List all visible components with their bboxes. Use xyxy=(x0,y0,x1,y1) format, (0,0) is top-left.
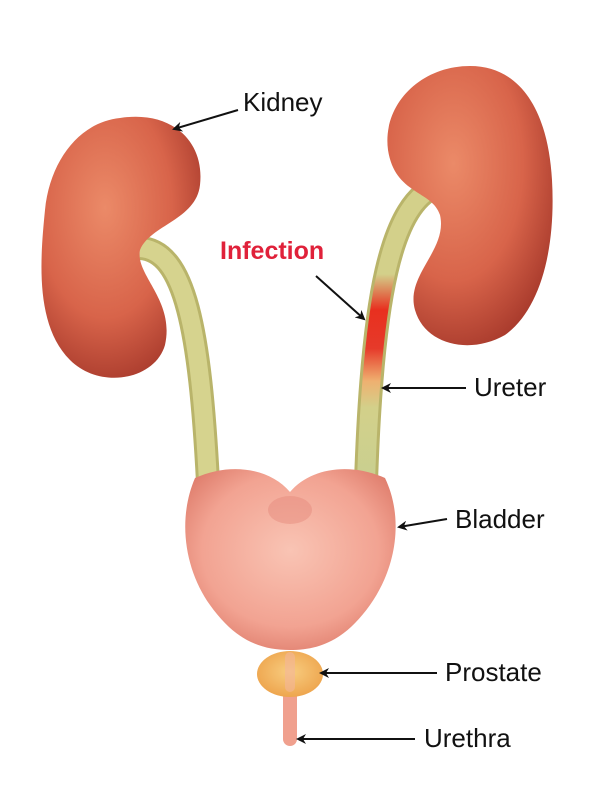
kidney-arrow xyxy=(172,109,239,132)
urethra-label: Urethra xyxy=(424,723,511,753)
kidney-label: Kidney xyxy=(243,87,323,117)
bladder-arrow xyxy=(397,518,448,531)
prostate-label: Prostate xyxy=(445,657,542,687)
right-kidney xyxy=(387,66,553,346)
left-kidney xyxy=(41,116,201,378)
infection-arrow xyxy=(315,275,366,321)
bladder-label: Bladder xyxy=(455,504,545,534)
infection-label: Infection xyxy=(220,237,324,265)
ureter-label: Ureter xyxy=(474,372,547,402)
bladder xyxy=(185,469,396,650)
